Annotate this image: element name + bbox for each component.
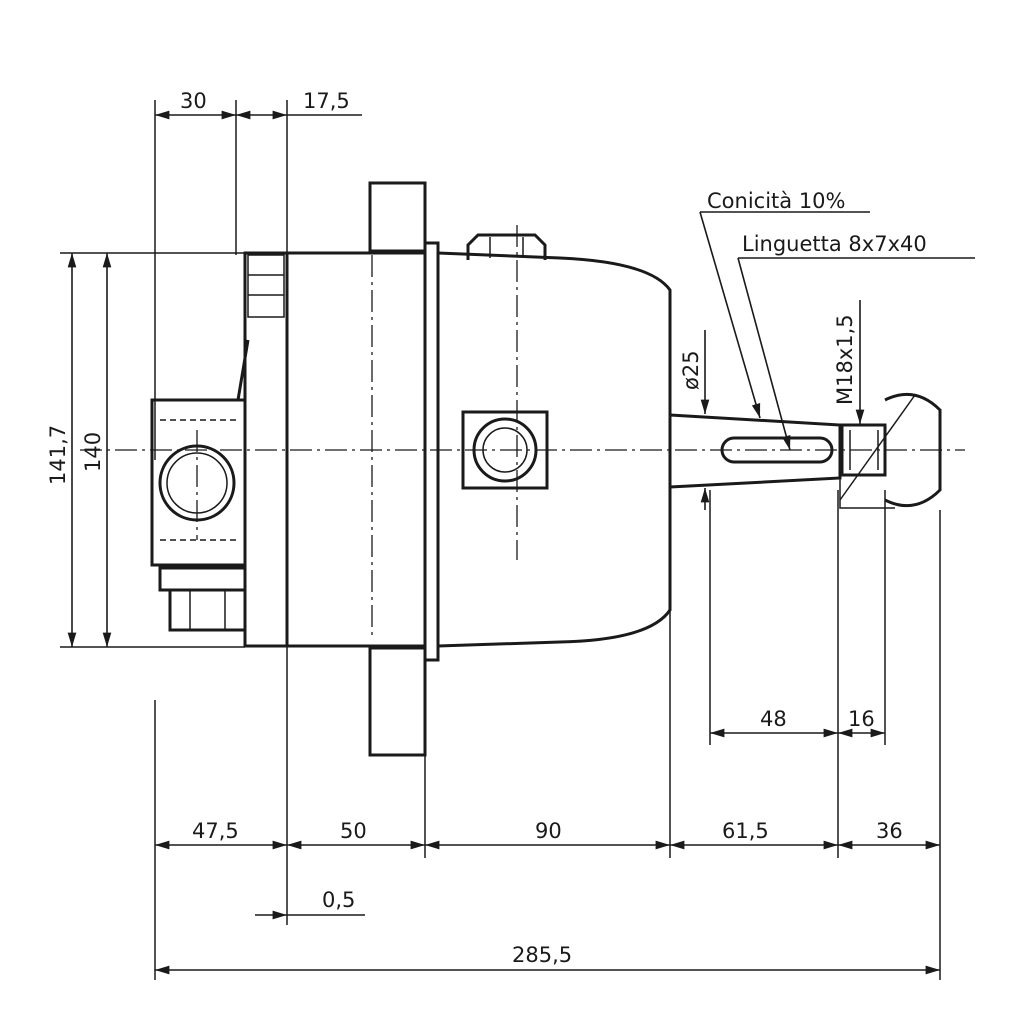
thread-end bbox=[840, 423, 887, 477]
steering-hub bbox=[884, 392, 942, 508]
conicity-label: Conicità 10% bbox=[707, 189, 846, 213]
dim-36: 36 bbox=[876, 819, 903, 843]
dim-48: 48 bbox=[760, 707, 787, 731]
dim-total: 285,5 bbox=[512, 943, 572, 967]
shaft-diameter-label: ø25 bbox=[679, 350, 703, 390]
tapered-shaft bbox=[669, 392, 942, 509]
dim-47-5: 47,5 bbox=[192, 819, 239, 843]
dimension-lines bbox=[67, 110, 940, 975]
pressure-port bbox=[461, 410, 549, 490]
mounting-wall-top bbox=[368, 181, 427, 253]
dim-141-7: 141,7 bbox=[46, 425, 70, 485]
keyway bbox=[720, 436, 834, 464]
dim-17-5: 17,5 bbox=[303, 89, 350, 113]
dim-30: 30 bbox=[180, 89, 207, 113]
hex-nut-top bbox=[466, 233, 547, 260]
pump-body bbox=[236, 241, 672, 662]
dim-16: 16 bbox=[848, 707, 875, 731]
dim-90: 90 bbox=[535, 819, 562, 843]
dim-140: 140 bbox=[81, 432, 105, 472]
dim-61-5: 61,5 bbox=[722, 819, 769, 843]
key-label: Linguetta 8x7x40 bbox=[742, 232, 927, 256]
dim-50: 50 bbox=[340, 819, 367, 843]
thread-label: M18x1,5 bbox=[833, 314, 857, 405]
dim-0-5: 0,5 bbox=[322, 888, 355, 912]
mounting-wall-bottom bbox=[368, 646, 427, 757]
leaders bbox=[699, 211, 975, 510]
side-port-block bbox=[150, 398, 247, 632]
